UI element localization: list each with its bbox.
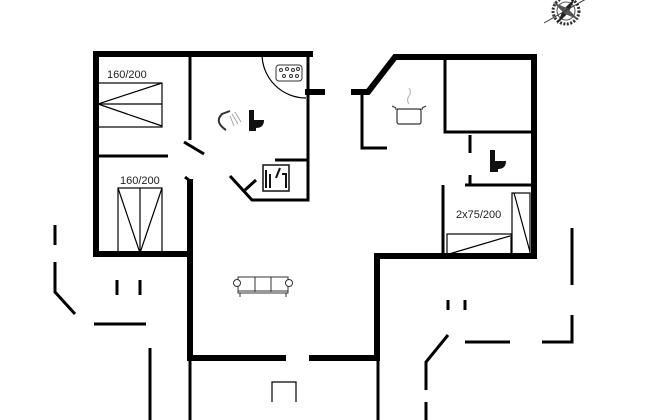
sofa-icon [233,276,293,297]
walls-right-wing [351,54,537,361]
bed-size-label: 2x75/200 [456,209,501,221]
bed-size-label: 160/200 [107,69,147,81]
bed-size-label: 160/200 [120,175,160,187]
sauna-icon [262,164,290,192]
bed-lower-left: 160/200 [117,175,163,255]
bed-upper-left: 160/200 [96,69,163,128]
compass-rose-icon [543,0,586,26]
toilet-icon [490,150,506,172]
shower-icon [217,110,242,131]
hot-tub-icon [275,64,303,82]
toilet-icon [249,110,264,131]
bunk-bed-right: 2x75/200 [446,192,531,255]
terrace-outlines [53,225,574,420]
walls-left-wing [93,51,379,361]
cooking-pot-icon [391,87,427,125]
